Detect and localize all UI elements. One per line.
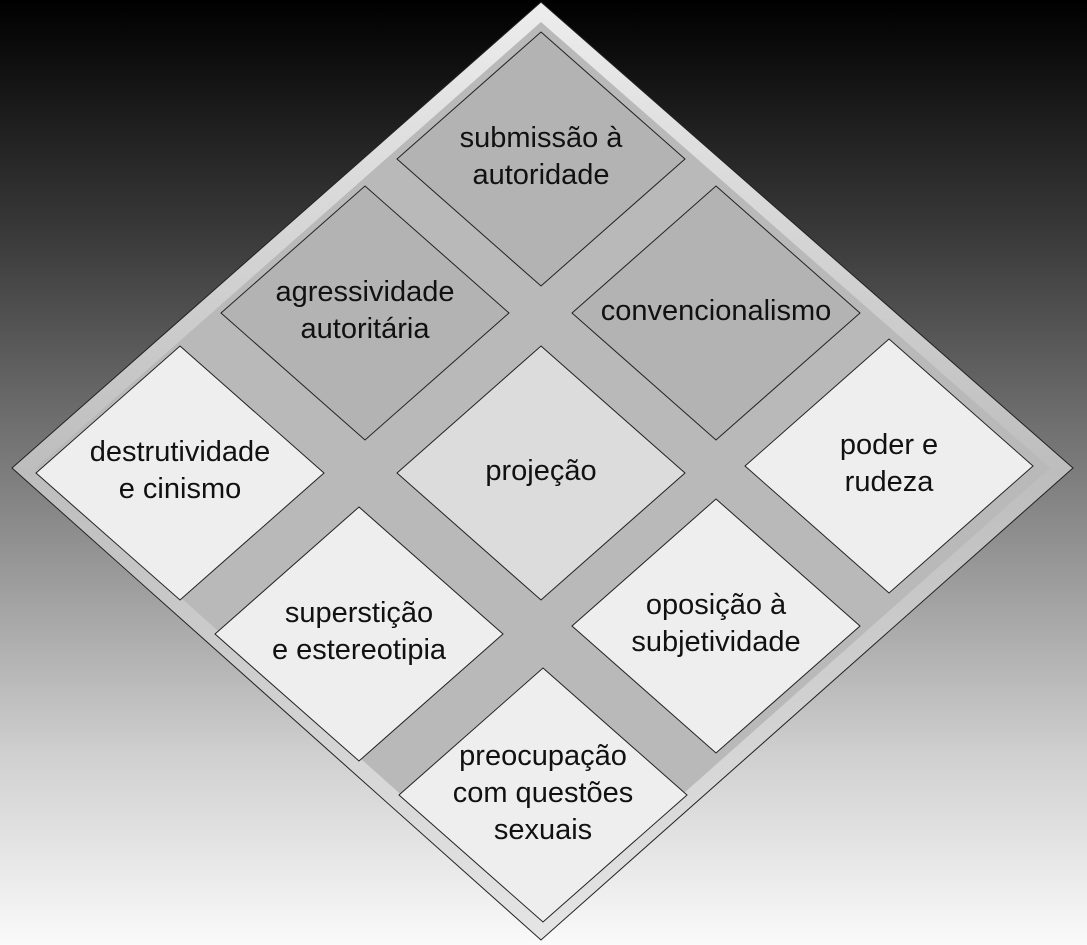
label-line: convencionalismo [600,294,832,327]
label-line: e cinismo [118,473,242,505]
label-line: destrutividade [89,436,271,468]
diamond-agressividade [220,185,510,441]
diamond-submissao [396,31,686,287]
label-line: autoridade [472,159,610,191]
label-supersticao: superstição e estereotipia [209,595,509,669]
label-line: autoritária [300,313,430,345]
label-preocupacao: preocupação com questões sexuais [393,738,693,849]
label-line: oposição à [645,589,787,621]
label-destrutividade: destrutividade e cinismo [30,434,330,508]
diamond-projecao [396,345,686,601]
label-line: submissão à [459,122,623,154]
label-line: preocupação [459,739,627,772]
diamond-destrutividade [35,345,325,601]
label-line: superstição [284,597,434,629]
diamond-convencionalismo [571,185,861,441]
label-poder: poder e rudeza [739,427,1039,501]
label-line: sexuais [493,813,593,846]
diamond-poder [744,338,1034,594]
diamond-preocupacao [398,667,688,923]
label-agressividade: agressividade autoritária [215,274,515,348]
label-projecao: projeção [391,453,691,490]
diamond-supersticao [214,506,504,762]
label-line: projeção [485,454,597,487]
label-convencionalismo: convencionalismo [566,293,866,330]
label-submissao: submissão à autoridade [391,120,691,194]
label-line: com questões [452,776,634,809]
label-oposicao: oposição à subjetividade [566,587,866,661]
label-line: agressividade [275,276,455,308]
label-line: subjetividade [631,626,801,658]
label-line: poder e [839,429,939,461]
diamond-oposicao [571,498,861,754]
label-line: e estereotipia [271,634,447,666]
label-line: rudeza [844,466,934,498]
